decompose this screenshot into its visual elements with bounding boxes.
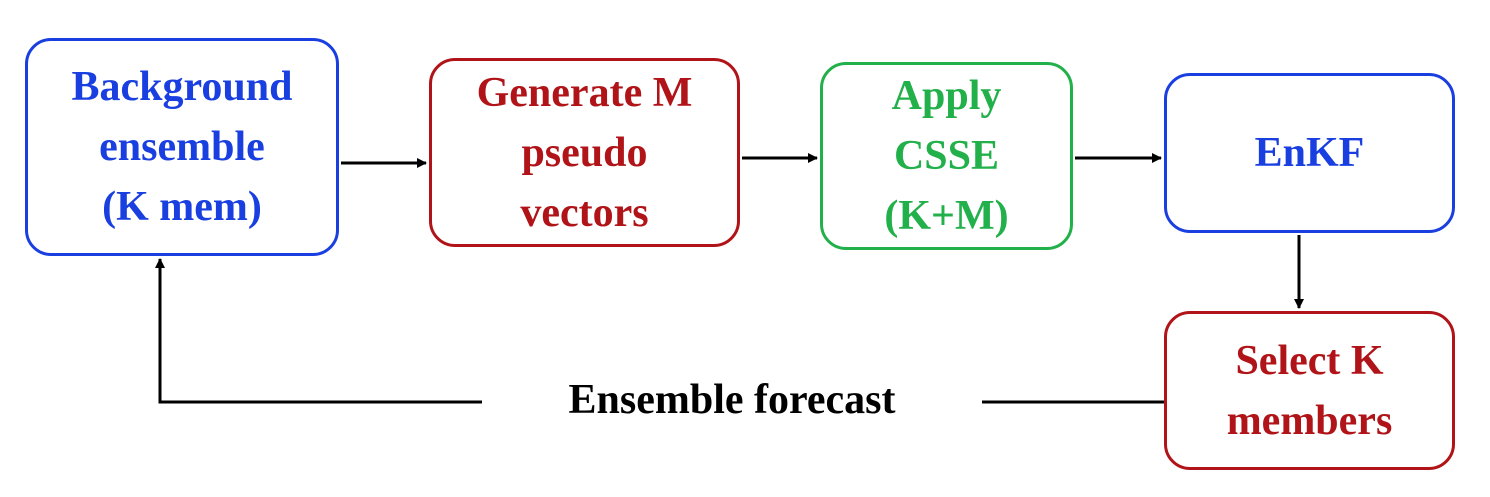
ensemble-forecast-label: Ensemble forecast [482, 370, 982, 430]
enkf-label: EnKF [1254, 130, 1365, 176]
generate-pseudo-vectors-label: Generate M pseudo vectors [476, 69, 693, 236]
background-ensemble-node: Background ensemble (K mem) [25, 38, 339, 256]
enkf-node: EnKF [1164, 73, 1455, 233]
generate-pseudo-vectors-node: Generate M pseudo vectors [429, 58, 740, 247]
apply-csse-label: Apply CSSE (K+M) [884, 73, 1009, 239]
apply-csse-node: Apply CSSE (K+M) [820, 62, 1073, 250]
select-members-label: Select K members [1226, 337, 1393, 444]
background-ensemble-label: Background ensemble (K mem) [71, 64, 293, 230]
select-members-node: Select K members [1164, 311, 1455, 470]
